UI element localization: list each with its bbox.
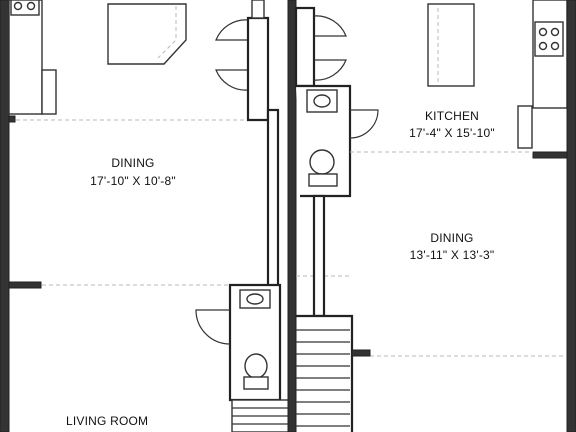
party-wall xyxy=(287,0,297,432)
left-counter xyxy=(8,0,43,115)
dining-left-name: DINING xyxy=(111,156,154,170)
left-island xyxy=(107,3,187,65)
left-island-overhang xyxy=(157,6,177,59)
left-bath-sink-bowl xyxy=(246,293,264,305)
wall-stub xyxy=(8,281,42,289)
right-island xyxy=(427,3,475,87)
pantry-door-lower xyxy=(215,69,249,91)
left-toilet-bowl xyxy=(244,353,268,379)
left-bath-door xyxy=(195,309,231,345)
right-pantry-door-lower xyxy=(313,59,347,81)
wall-stub xyxy=(8,115,16,123)
dining-left-dims: 17'-10" X 10'-8" xyxy=(90,174,176,188)
stair-wall xyxy=(312,194,326,318)
dining-right-name: DINING xyxy=(430,231,473,245)
right-fridge xyxy=(517,105,533,149)
pantry-shelf xyxy=(251,0,265,19)
left-sink-base xyxy=(41,69,57,115)
pantry-door-upper xyxy=(215,19,249,41)
left-exterior-wall xyxy=(0,0,10,432)
right-top-wall xyxy=(294,6,316,88)
right-toilet-tank xyxy=(308,173,338,187)
right-bath-sink-bowl xyxy=(313,94,331,108)
left-burner xyxy=(13,1,23,11)
left-toilet-tank xyxy=(243,376,269,390)
kitchen-dims: 17'-4" X 15'-10" xyxy=(409,126,495,140)
wall-stub xyxy=(532,151,568,159)
right-toilet-bowl xyxy=(309,149,335,175)
right-pantry-door-upper xyxy=(313,15,347,37)
right-unit xyxy=(294,0,576,432)
living-room-name: LIVING ROOM xyxy=(66,414,148,428)
right-exterior-wall xyxy=(566,0,576,432)
right-stairs xyxy=(296,329,350,427)
right-bath-door xyxy=(349,109,379,139)
kitchen-name: KITCHEN xyxy=(425,109,479,123)
left-interior-wall xyxy=(266,108,280,292)
right-burner xyxy=(538,27,548,37)
right-burner xyxy=(550,41,560,51)
dining-right-dims: 13'-11" X 13'-3" xyxy=(410,248,495,262)
wall-stub xyxy=(351,349,371,357)
pantry-wall xyxy=(246,16,270,122)
right-cooktop xyxy=(534,21,564,57)
right-burner xyxy=(538,41,548,51)
stair-enclosure xyxy=(296,314,354,432)
left-burner xyxy=(26,1,36,11)
right-burner xyxy=(550,27,560,37)
left-unit xyxy=(0,0,291,432)
